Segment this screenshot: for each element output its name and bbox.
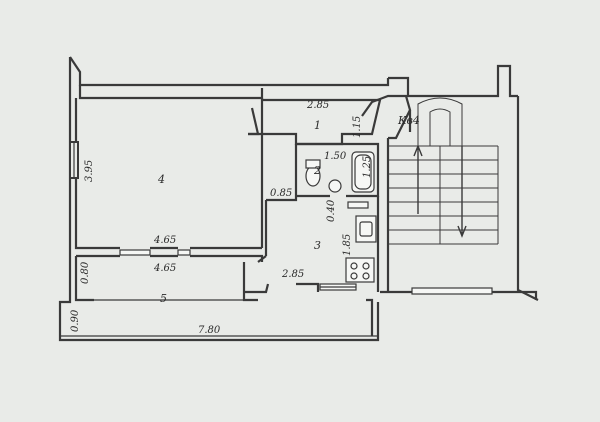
stairwell xyxy=(361,94,499,295)
loggia-5 xyxy=(60,249,378,337)
sink-icon xyxy=(328,179,342,193)
apartment-label: Кв4 xyxy=(397,114,420,127)
dim-kitchen-bottom: 2.85 xyxy=(281,269,304,280)
dim-toilet-width: 0.85 xyxy=(270,188,292,199)
room-4-label: 4 xyxy=(157,173,165,186)
room-1-label: 1 xyxy=(314,119,321,132)
kitchen-3 xyxy=(244,196,380,294)
dim-bath-depth: 1.25 xyxy=(362,156,373,178)
bathtub-inner xyxy=(354,154,372,190)
loggia-door xyxy=(177,249,191,256)
kitchen-sink-basin xyxy=(359,221,373,237)
dim-overall-width: 7.80 xyxy=(198,325,221,336)
dim-corridor-width: 2.85 xyxy=(306,100,329,111)
dim-loggia-depth: 0.80 xyxy=(80,261,91,284)
vent-icon xyxy=(347,201,369,209)
stair-window xyxy=(411,287,493,295)
dim-kitchen-strip: 0.40 xyxy=(326,199,337,222)
room-3-label: 3 xyxy=(314,239,321,252)
room-4-walls xyxy=(69,98,264,250)
stair-down-arrow xyxy=(457,146,467,238)
dim-balcony-depth: 0.90 xyxy=(70,309,81,332)
toilet-tank-icon xyxy=(305,159,321,169)
dim-kitchen-depth: 1.85 xyxy=(342,234,353,256)
dim-room4-height: 3.95 xyxy=(84,160,95,182)
room-2-label: 2 xyxy=(313,164,321,177)
stair-up-arrow xyxy=(413,144,423,214)
loggia-window-left xyxy=(119,249,151,256)
room-5-label: 5 xyxy=(160,292,167,305)
stove-icon xyxy=(345,257,375,283)
labels: Кв4 1 2 3 4 5 2.85 1.15 1.50 1.25 3.95 0… xyxy=(70,100,420,336)
bathroom-2 xyxy=(266,142,380,202)
dim-bath-width: 1.50 xyxy=(324,151,347,162)
dim-loggia-width: 4.65 xyxy=(153,263,176,274)
dim-room4-width: 4.65 xyxy=(153,235,176,246)
dim-corridor-depth: 1.15 xyxy=(352,116,363,138)
